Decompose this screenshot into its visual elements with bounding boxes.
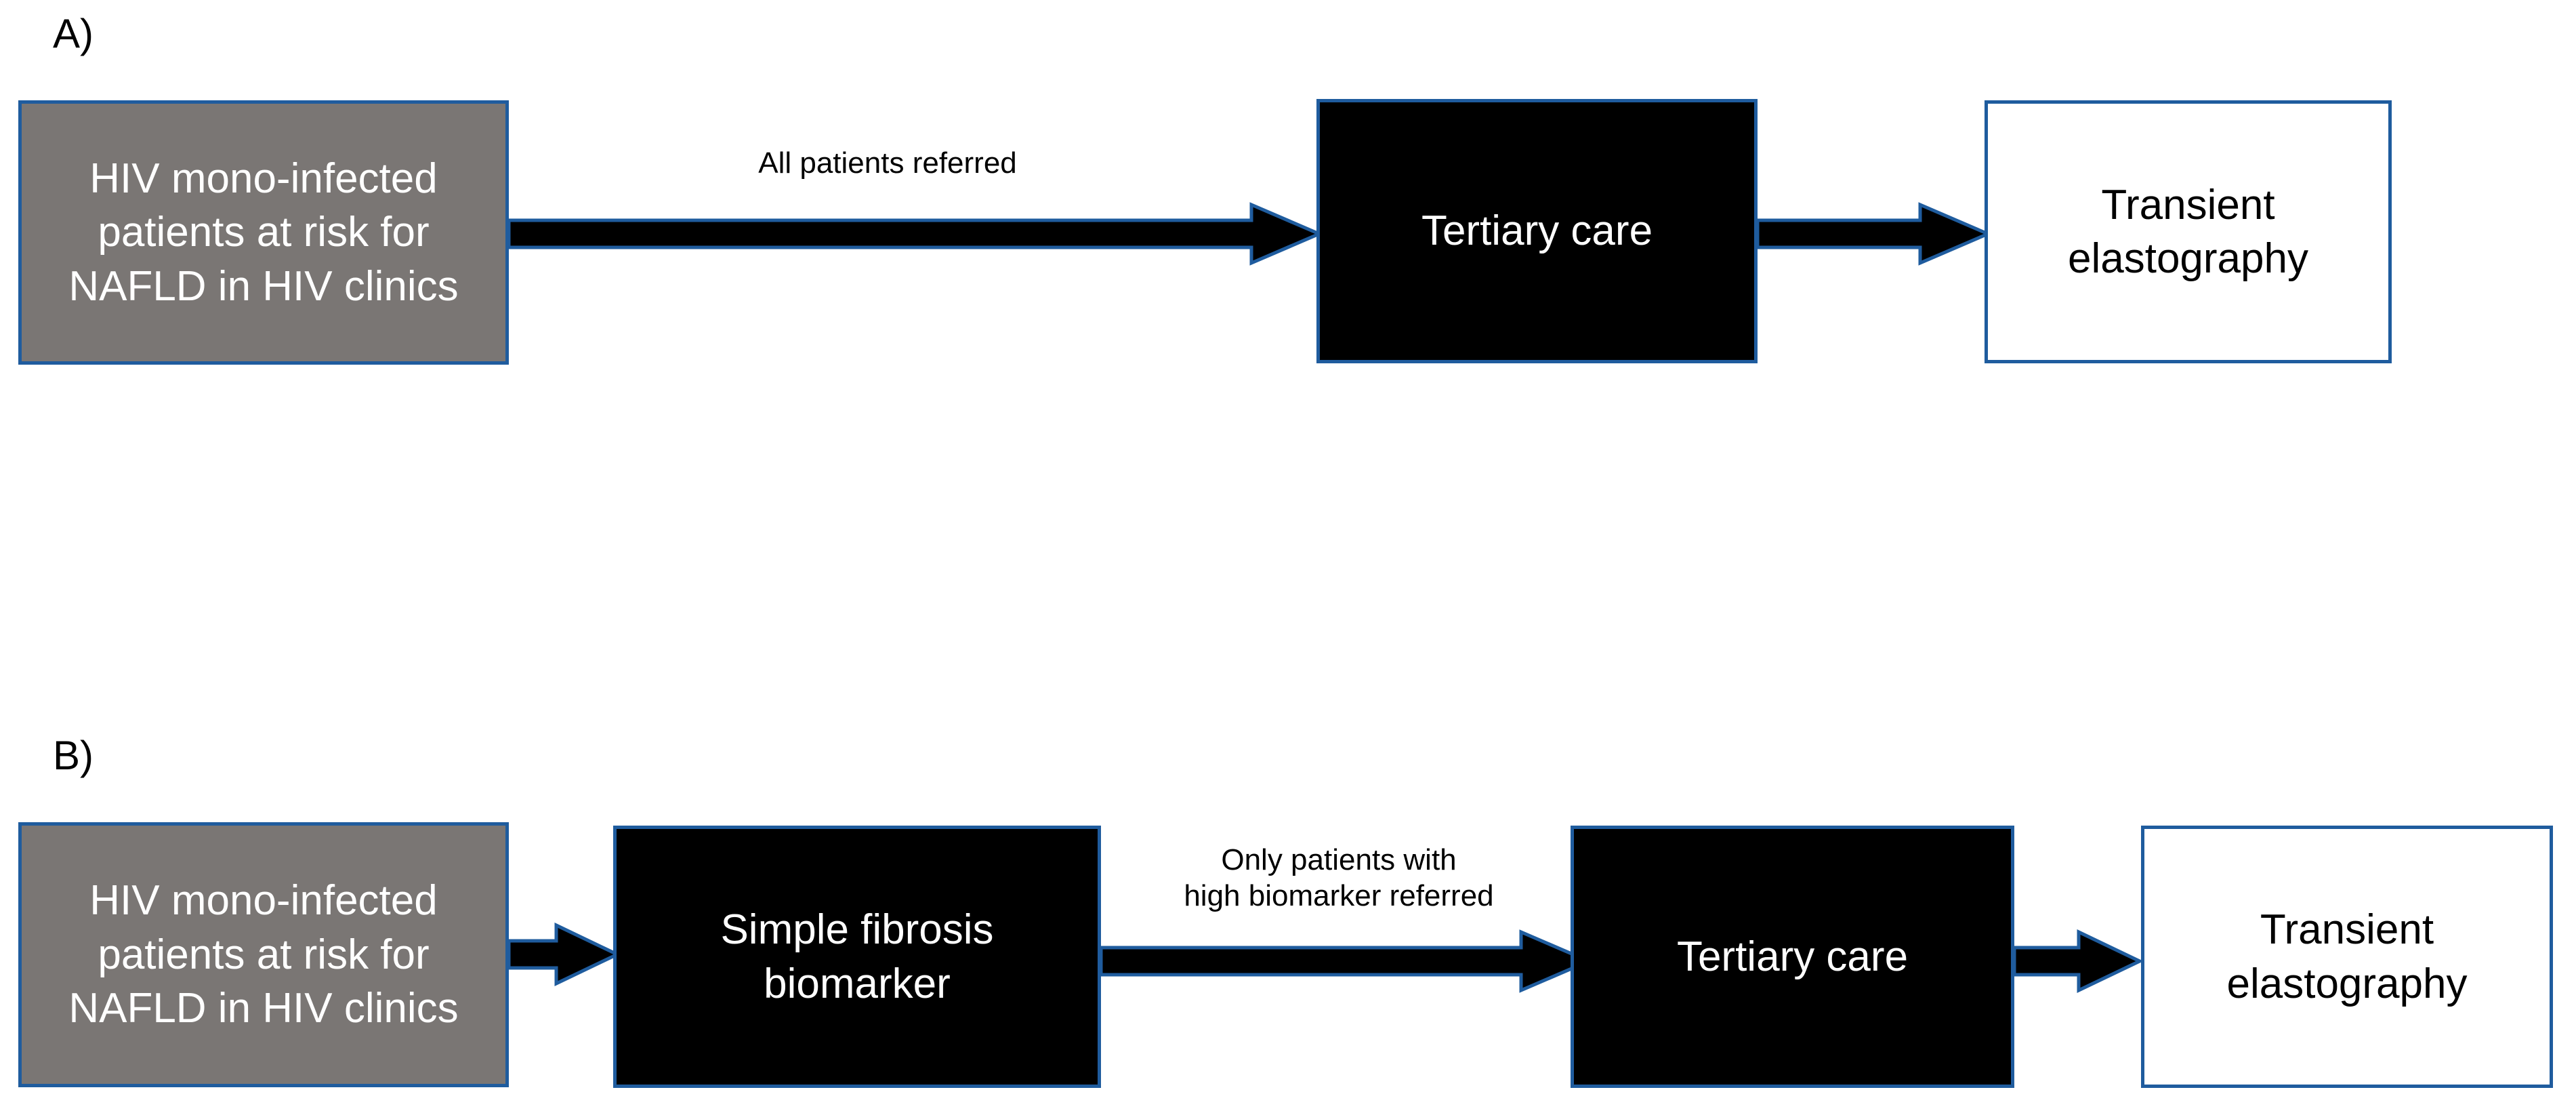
panel-a-node-tertiary-care[interactable]: Tertiary care: [1316, 99, 1758, 363]
panel-a-node-transient-elastography[interactable]: Transient elastography: [1985, 100, 2392, 363]
panel-b-node-population[interactable]: HIV mono-infected patients at risk for N…: [18, 822, 509, 1087]
panel-b-label: B): [53, 733, 94, 778]
panel-b-arrow-tertiary-care-to-transient-elastography: [2012, 929, 2144, 993]
panel-b-edge-label-only-high-biomarker: Only patients with high biomarker referr…: [1184, 843, 1494, 912]
panel-a-arrow-population-to-tertiary-care: [507, 202, 1324, 266]
panel-b-arrow-population-to-biomarker: [507, 923, 621, 986]
panel-a-node-population[interactable]: HIV mono-infected patients at risk for N…: [18, 100, 509, 365]
panel-b-node-simple-fibrosis-biomarker[interactable]: Simple fibrosis biomarker: [613, 826, 1101, 1088]
panel-b-node-transient-elastography[interactable]: Transient elastography: [2141, 826, 2553, 1088]
panel-a-arrow-tertiary-care-to-transient-elastography: [1756, 202, 1993, 266]
panel-a-label: A): [53, 11, 94, 56]
panel-b-arrow-biomarker-to-tertiary-care: [1099, 929, 1594, 993]
panel-a-edge-label-all-patients-referred: All patients referred: [758, 146, 1017, 180]
panel-b-node-tertiary-care[interactable]: Tertiary care: [1571, 826, 2014, 1088]
